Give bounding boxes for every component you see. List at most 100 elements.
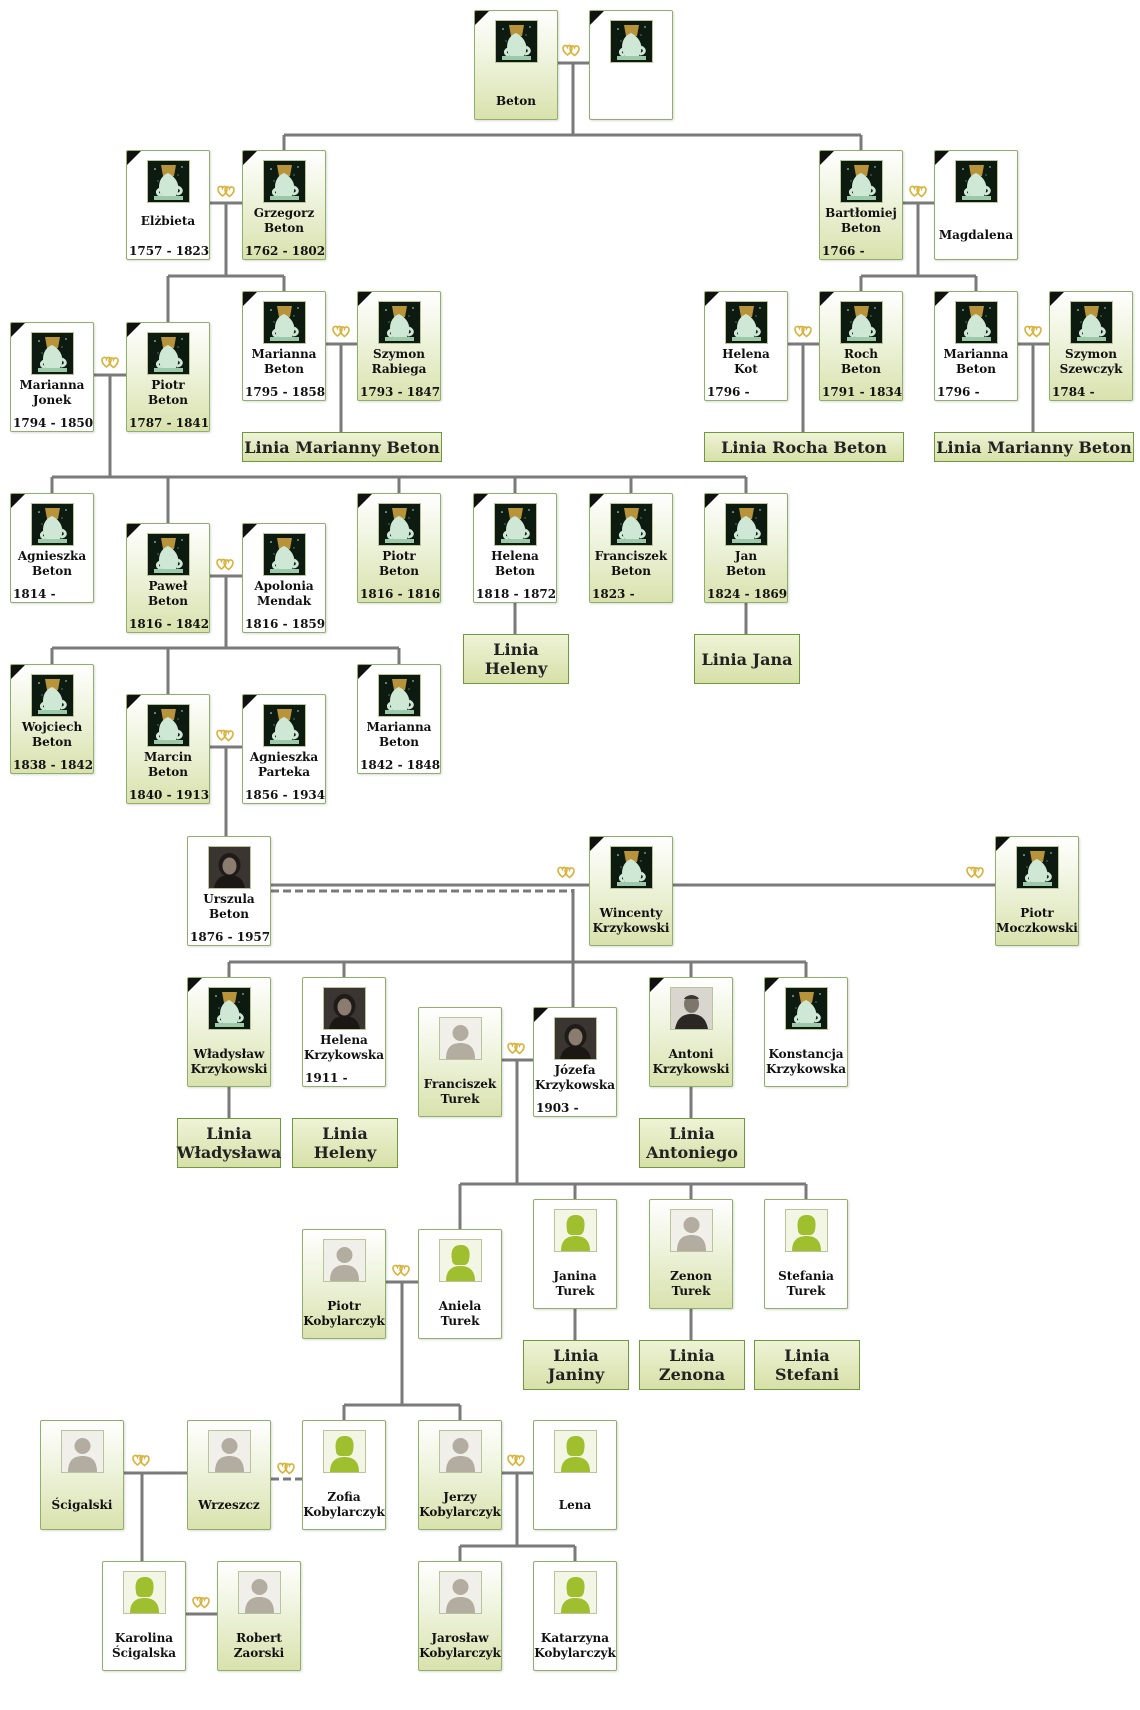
grave-photo-icon <box>610 20 653 63</box>
lineage-link-6[interactable]: Linia Heleny <box>292 1118 398 1168</box>
surname: Beton <box>495 94 537 108</box>
lineage-link-2[interactable]: Linia Marianny Beton <box>934 432 1134 462</box>
life-dates: 1814 - <box>13 587 56 601</box>
life-dates: 1766 - <box>822 244 865 258</box>
woman-sil-photo-icon <box>323 1430 366 1473</box>
wedding-rings-icon <box>131 1452 151 1467</box>
lineage-link-1[interactable]: Linia Rocha Beton <box>704 432 904 462</box>
deceased-ribbon-icon <box>358 665 372 679</box>
man-sil-photo-icon <box>208 1430 251 1473</box>
lineage-link-3[interactable]: Linia Heleny <box>463 634 569 684</box>
life-dates: 1842 - 1848 <box>360 758 441 772</box>
lineage-link-9[interactable]: Linia Zenona <box>639 1340 745 1390</box>
deceased-ribbon-icon <box>11 494 25 508</box>
deceased-ribbon-icon <box>11 665 25 679</box>
person-card-p1[interactable]: Beton <box>474 10 558 120</box>
deceased-ribbon-icon <box>765 978 779 992</box>
grave-photo-icon <box>263 160 306 203</box>
lineage-link-5[interactable]: Linia Władysława <box>177 1118 281 1168</box>
life-dates: 1791 - 1834 <box>822 385 903 399</box>
man-sil-photo-icon <box>670 1209 713 1252</box>
surname: Mendak <box>256 594 312 608</box>
given-name: Szymon <box>373 347 425 361</box>
grave-photo-icon <box>263 533 306 576</box>
lineage-link-label: Linia Zenona <box>658 1346 726 1384</box>
surname: Beton <box>725 564 767 578</box>
life-dates: 1876 - 1957 <box>190 930 271 944</box>
person-card-p6[interactable]: Magdalena <box>934 150 1018 260</box>
deceased-ribbon-icon <box>820 292 834 306</box>
surname: Ścigalska <box>111 1646 177 1660</box>
given-name: Paweł <box>148 579 188 593</box>
given-name: Zenon <box>670 1269 712 1283</box>
lineage-link-8[interactable]: Linia Janiny <box>523 1340 629 1390</box>
life-dates: 1816 - 1842 <box>129 617 210 631</box>
person-card-p41[interactable]: Wrzeszcz <box>187 1420 271 1530</box>
wedding-rings-icon <box>331 323 351 338</box>
deceased-ribbon-icon <box>243 292 257 306</box>
grave-photo-icon <box>610 846 653 889</box>
lineage-link-7[interactable]: Linia Antoniego <box>639 1118 745 1168</box>
deceased-ribbon-icon <box>996 837 1010 851</box>
given-name: Urszula <box>203 892 255 906</box>
lineage-link-10[interactable]: Linia Stefani <box>754 1340 860 1390</box>
grave-photo-icon <box>725 503 768 546</box>
lineage-link-4[interactable]: Linia Jana <box>694 634 800 684</box>
surname: Beton <box>840 362 882 376</box>
lineage-link-0[interactable]: Linia Marianny Beton <box>242 432 442 462</box>
person-card-p44[interactable]: Lena <box>533 1420 617 1530</box>
grave-photo-icon <box>495 20 538 63</box>
grave-photo-icon <box>955 160 998 203</box>
grave-photo-icon <box>31 503 74 546</box>
grave-photo-icon <box>1070 301 1113 344</box>
person-card-p2[interactable] <box>589 10 673 120</box>
person-card-p40[interactable]: Ścigalski <box>40 1420 124 1530</box>
grave-photo-icon <box>494 503 537 546</box>
surname: Beton <box>208 907 250 921</box>
surname: Krzykowski <box>652 1062 730 1076</box>
given-name: Franciszek <box>594 549 668 563</box>
